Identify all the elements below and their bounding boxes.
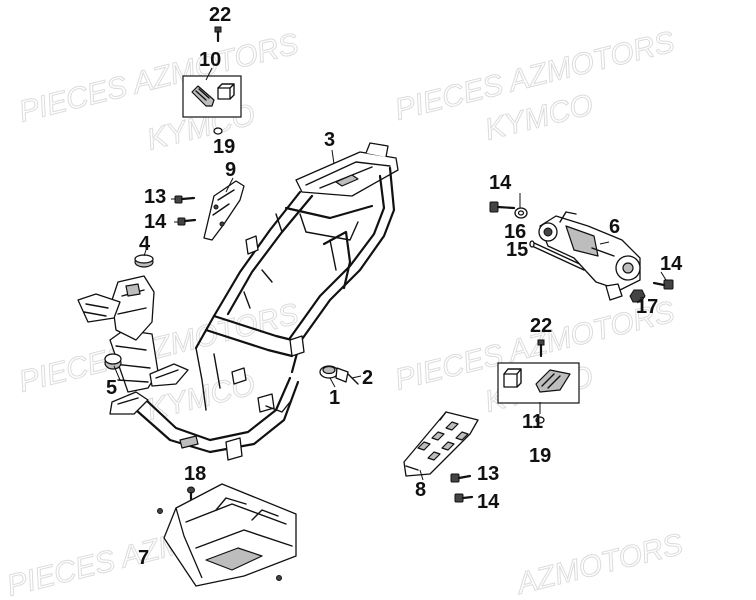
- lock-key-part: [347, 373, 359, 385]
- bolt-right-side-part: [652, 279, 674, 290]
- callout-9: 9: [225, 159, 236, 181]
- bolt-top-part: [214, 26, 222, 43]
- damper-rubber-part: [104, 353, 122, 370]
- nut-right-part: [629, 289, 646, 303]
- under-cover-part: [157, 483, 297, 587]
- callout-8: 8: [415, 479, 426, 501]
- callout-3: 3: [324, 129, 335, 151]
- pivot-shaft-part: [529, 240, 585, 271]
- bolt-right-top-part: [489, 201, 516, 213]
- callout-14: 14: [489, 172, 512, 194]
- bolt-lower-right-2-part: [454, 493, 474, 503]
- callout-labels: 22 10 19 9 3 13 14 4 5 1 2 14 16 15 6 14…: [106, 4, 683, 569]
- callout-2: 2: [362, 367, 373, 389]
- callout-19: 19: [529, 445, 551, 467]
- foot-plate-part: [403, 411, 479, 477]
- callout-13: 13: [477, 463, 499, 485]
- nut-top-part: [213, 127, 223, 135]
- callout-14: 14: [477, 491, 500, 513]
- callout-17: 17: [636, 296, 658, 318]
- frame-part: [77, 142, 399, 461]
- callout-5: 5: [106, 377, 117, 399]
- callout-16: 16: [504, 221, 526, 243]
- callout-18: 18: [184, 463, 206, 485]
- callout-13: 13: [144, 186, 166, 208]
- engine-hanger-part: [538, 211, 641, 301]
- washer-part: [514, 207, 528, 219]
- callout-15: 15: [506, 239, 528, 261]
- callout-6: 6: [609, 216, 620, 238]
- callout-7: 7: [138, 547, 149, 569]
- lock-cylinder-part: [319, 365, 349, 383]
- screw-bottom-part: [187, 486, 195, 501]
- watermark: PIECES AZMOTORS: [16, 27, 302, 128]
- bolt-left-part: [174, 195, 196, 204]
- callout-14: 14: [660, 253, 683, 275]
- bolt-lower-right-part: [450, 473, 472, 483]
- callout-4: 4: [139, 233, 151, 255]
- footrest-right-kit-part: [497, 362, 580, 404]
- footrest-left-kit-part: [182, 75, 242, 118]
- callout-11: 11: [522, 411, 543, 433]
- callout-22: 22: [209, 4, 231, 26]
- bolt-mid-part: [537, 339, 545, 358]
- callout-14: 14: [144, 211, 167, 233]
- bracket-plate-part: [203, 180, 245, 241]
- callout-19: 19: [213, 136, 235, 158]
- callout-10: 10: [199, 49, 221, 71]
- callout-1: 1: [329, 387, 340, 409]
- watermark: AZMOTORS: [512, 528, 686, 600]
- bolt-left-lower-part: [177, 217, 197, 226]
- nut-mid-part: [535, 416, 545, 424]
- rubber-cap-part: [134, 254, 154, 268]
- leader-lines: [113, 67, 667, 481]
- callout-22: 22: [530, 315, 552, 337]
